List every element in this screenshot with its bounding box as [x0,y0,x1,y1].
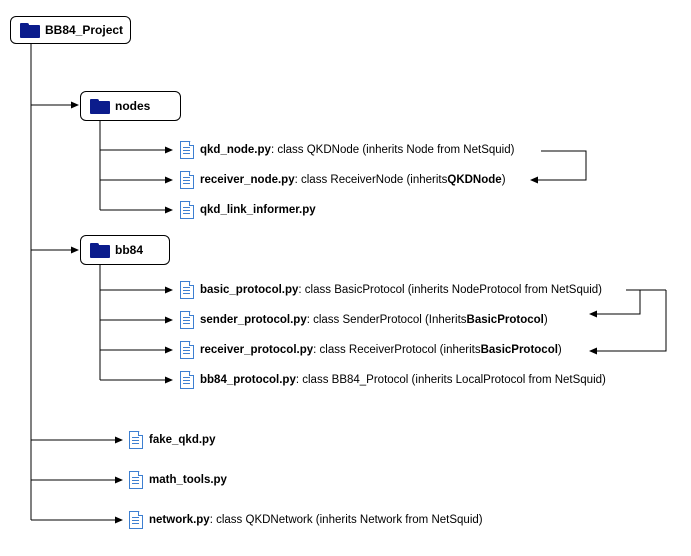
file-name: qkd_node.py [200,144,271,156]
folder-icon [90,242,110,258]
inherit-qkdnode-to-receivernode [530,150,587,184]
bb84-folder-box[interactable]: bb84 [80,235,170,265]
file-parent-class: BasicProtocol [480,344,558,356]
file-description: : class SenderProtocol (Inherits [306,314,467,326]
file-icon [180,171,194,189]
folder-icon [90,98,110,114]
file-network[interactable]: network.py: class QKDNetwork (inherits N… [129,511,483,529]
file-icon [180,281,194,299]
file-name: math_tools.py [149,474,227,486]
file-icon [180,201,194,219]
file-name: receiver_node.py [200,174,295,186]
file-bb84-protocol[interactable]: bb84_protocol.py: class BB84_Protocol (i… [180,371,606,389]
file-description: : class ReceiverProtocol (inherits [313,344,481,356]
file-description: : class BB84_Protocol (inherits LocalPro… [295,374,606,386]
inherit-basicprotocol-to-sender [589,290,641,318]
folder-icon [20,22,40,38]
bb84-folder-label: bb84 [115,243,144,257]
file-icon [129,431,143,449]
file-description-tail: ) [557,344,562,356]
file-icon [180,141,194,159]
file-sender-protocol[interactable]: sender_protocol.py: class SenderProtocol… [180,311,548,329]
file-description: : class QKDNode (inherits Node from NetS… [270,144,515,156]
file-icon [129,471,143,489]
file-math-tools[interactable]: math_tools.py [129,471,227,489]
file-icon [129,511,143,529]
file-parent-class: QKDNode [447,174,502,186]
file-icon [180,371,194,389]
file-receiver-node[interactable]: receiver_node.py: class ReceiverNode (in… [180,171,506,189]
file-qkd-node[interactable]: qkd_node.py: class QKDNode (inherits Nod… [180,141,514,159]
file-description-tail: ) [501,174,506,186]
file-receiver-protocol[interactable]: receiver_protocol.py: class ReceiverProt… [180,341,562,359]
file-description: : class ReceiverNode (inherits [294,174,448,186]
file-description: : class QKDNetwork (inherits Network fro… [209,514,483,526]
file-basic-protocol[interactable]: basic_protocol.py: class BasicProtocol (… [180,281,602,299]
nodes-folder-label: nodes [115,99,151,113]
file-name: receiver_protocol.py [200,344,314,356]
root-folder-label: BB84_Project [45,23,124,37]
file-description: : class BasicProtocol (inherits NodeProt… [298,284,603,296]
file-name: basic_protocol.py [200,284,299,296]
file-name: qkd_link_informer.py [200,204,316,216]
nodes-folder-box[interactable]: nodes [80,91,181,121]
inherit-basicprotocol-to-receiver [589,290,667,355]
file-description-tail: ) [543,314,548,326]
file-qkd-link-informer[interactable]: qkd_link_informer.py [180,201,316,219]
root-folder-box[interactable]: BB84_Project [10,16,131,44]
file-icon [180,311,194,329]
file-name: network.py [149,514,210,526]
file-name: fake_qkd.py [149,434,216,446]
file-name: sender_protocol.py [200,314,307,326]
file-name: bb84_protocol.py [200,374,296,386]
file-parent-class: BasicProtocol [466,314,544,326]
file-icon [180,341,194,359]
file-fake-qkd[interactable]: fake_qkd.py [129,431,215,449]
